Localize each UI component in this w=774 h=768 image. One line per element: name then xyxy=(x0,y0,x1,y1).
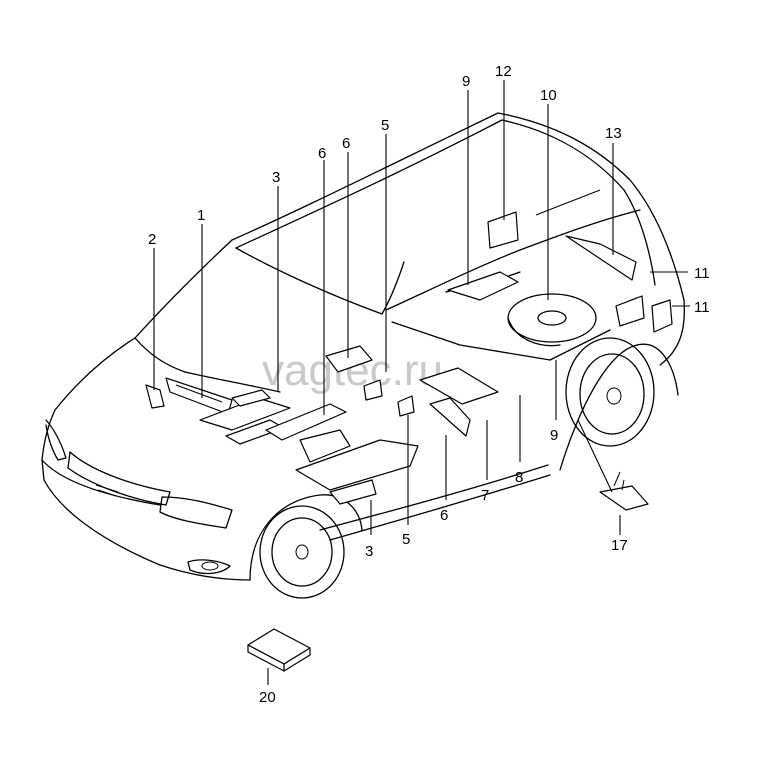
label-1: 1 xyxy=(197,207,205,224)
part-labels: 1 2 3 3 5 5 6 6 6 7 8 9 9 10 11 11 12 13… xyxy=(148,63,710,706)
insulation-parts xyxy=(145,211,673,672)
label-20: 20 xyxy=(259,689,276,706)
label-11-top: 11 xyxy=(694,265,710,282)
label-3-bottom: 3 xyxy=(365,543,373,560)
label-6-left: 6 xyxy=(318,145,326,162)
label-10: 10 xyxy=(540,87,557,104)
label-9-bottom: 9 xyxy=(550,427,558,444)
label-11-bottom: 11 xyxy=(694,299,710,316)
label-6-bottom: 6 xyxy=(440,507,448,524)
label-9-top: 9 xyxy=(462,73,470,90)
label-6-right: 6 xyxy=(342,135,350,152)
label-2: 2 xyxy=(148,231,156,248)
label-17: 17 xyxy=(611,537,628,554)
label-13: 13 xyxy=(605,125,622,142)
leader-lines xyxy=(153,80,690,685)
label-3-top: 3 xyxy=(272,169,280,186)
label-5-top: 5 xyxy=(381,117,389,134)
label-5-bottom: 5 xyxy=(402,531,410,548)
label-7: 7 xyxy=(481,487,489,504)
label-12: 12 xyxy=(495,63,512,80)
label-8: 8 xyxy=(515,469,523,486)
